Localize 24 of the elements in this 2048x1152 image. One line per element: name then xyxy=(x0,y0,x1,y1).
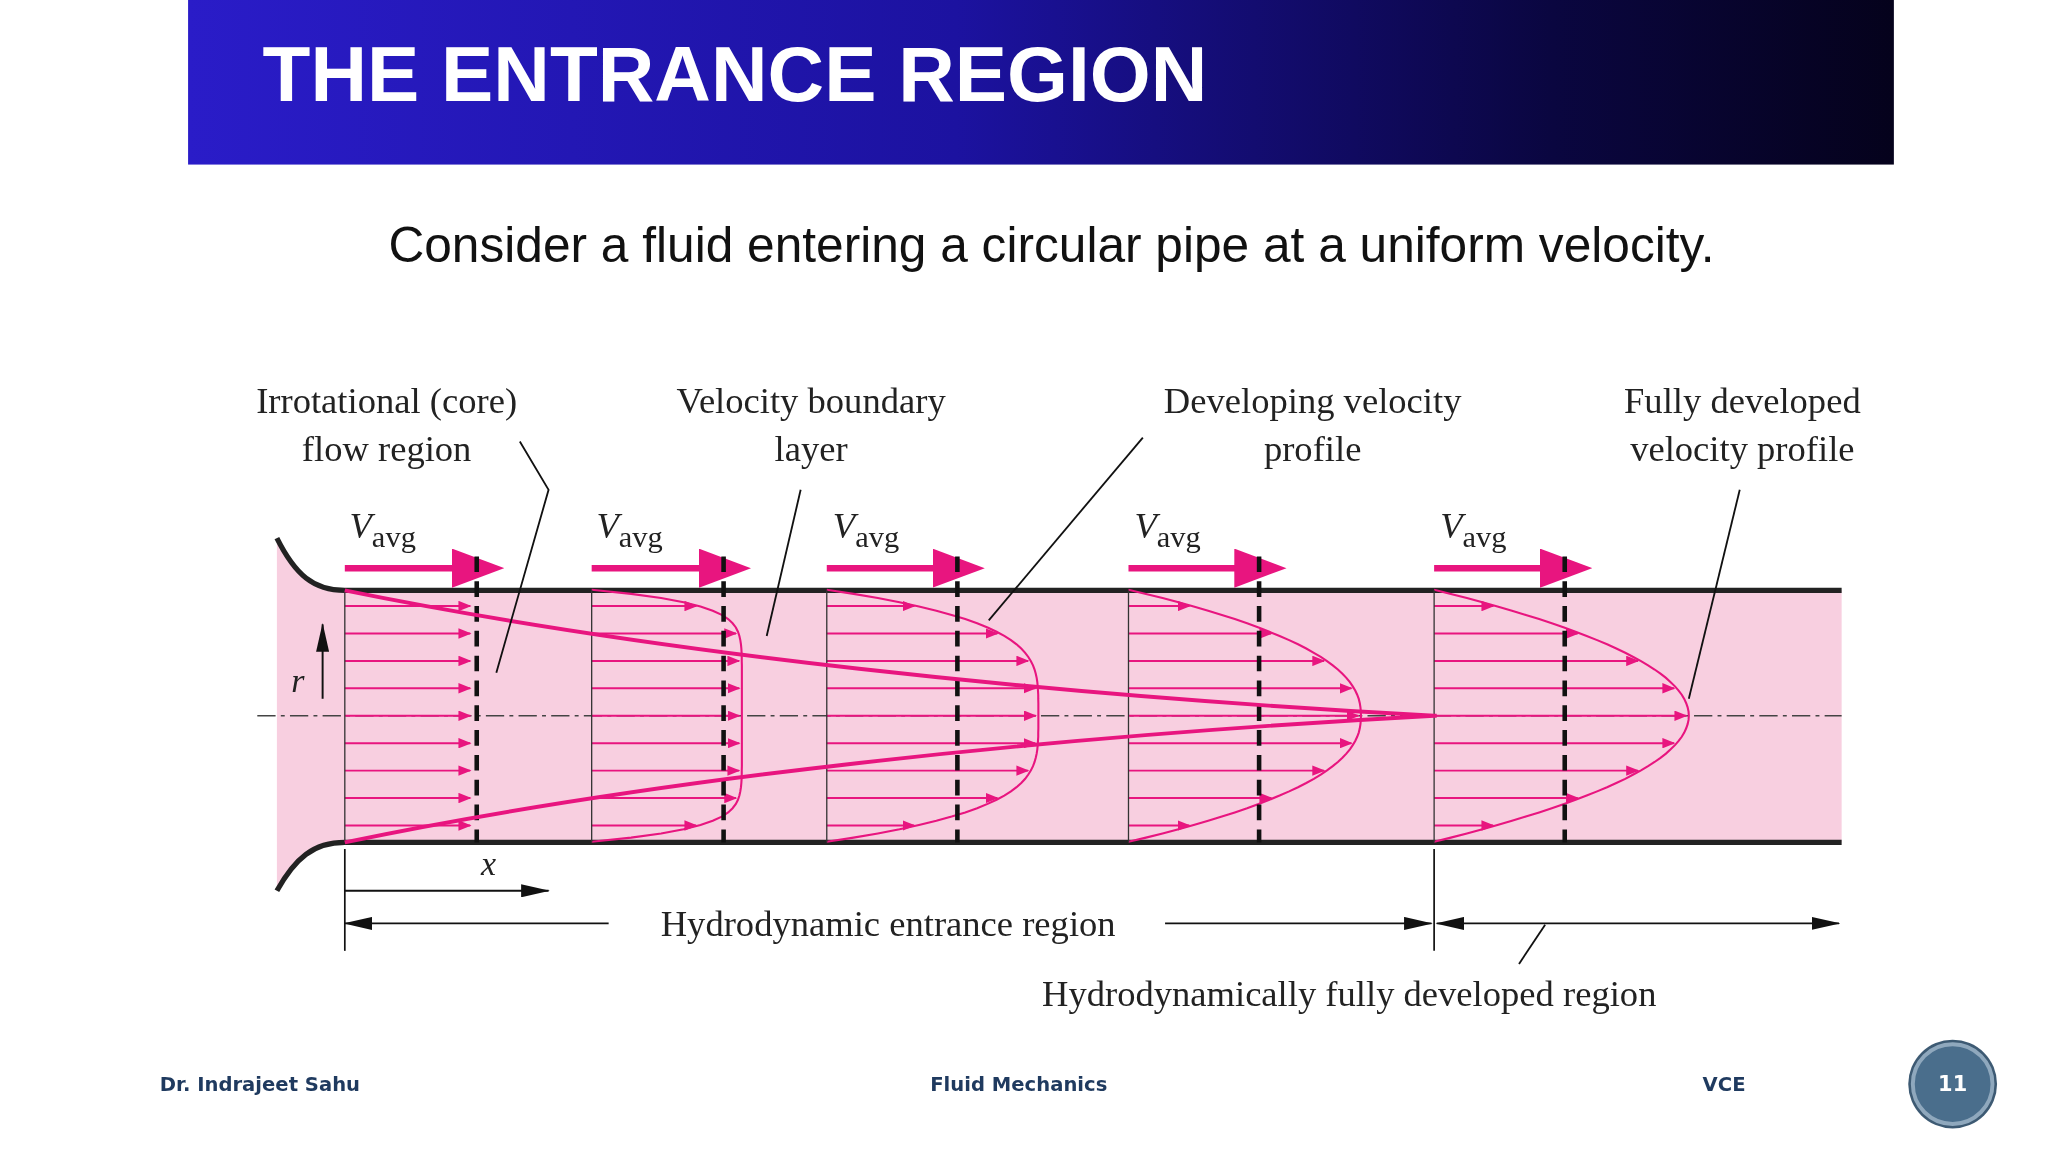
leader-line xyxy=(987,436,1144,622)
leader-line xyxy=(1518,923,1547,965)
footer-text: Dr. Indrajeet Sahu xyxy=(159,1072,361,1096)
callout-label: Fully developed velocity profile xyxy=(1592,376,1893,473)
title-text: THE ENTRANCE REGION xyxy=(262,29,1208,119)
footer-text: VCE xyxy=(1702,1072,1746,1096)
subtitle-sentence: Consider a fluid entering a circular pipe at a uniform velocity. xyxy=(388,217,1715,274)
leader-line xyxy=(495,440,550,674)
velocity-label: V$_{avg}$ xyxy=(349,505,416,555)
velocity-label: V$_{avg}$ xyxy=(1134,505,1201,555)
dimension-label: Hydrodynamic entrance region xyxy=(660,903,1116,946)
callout-label: Hydrodynamically fully developed region xyxy=(957,969,1742,1018)
callout-label: Irrotational (core) flow region xyxy=(223,376,550,473)
leader-line xyxy=(765,488,802,637)
axis-label: r xyxy=(291,662,305,702)
callout-label: Velocity boundary layer xyxy=(641,376,981,473)
callout-label: Developing velocity profile xyxy=(1129,376,1496,473)
leader-line xyxy=(1687,488,1741,700)
velocity-label: V$_{avg}$ xyxy=(832,505,900,555)
axis-label: x xyxy=(480,845,497,885)
footer-text: Fluid Mechanics xyxy=(930,1072,1108,1096)
velocity-label: V$_{avg}$ xyxy=(596,505,663,555)
page-number-badge: 11 xyxy=(1910,1042,1995,1126)
velocity-label: V$_{avg}$ xyxy=(1440,505,1507,555)
